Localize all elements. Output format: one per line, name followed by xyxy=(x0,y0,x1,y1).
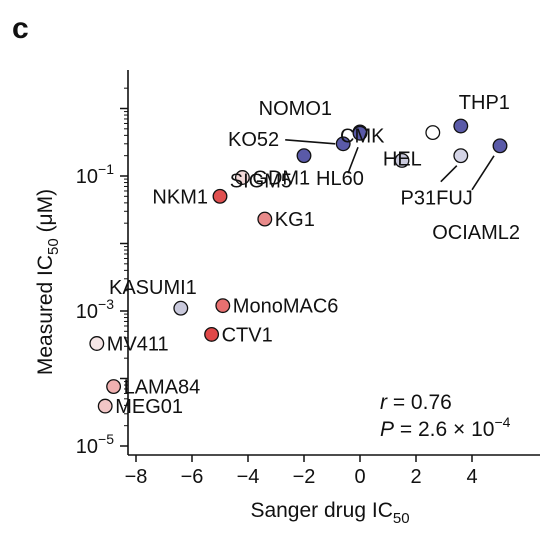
point-hl60 xyxy=(352,125,368,141)
point-kasumi1 xyxy=(173,300,189,316)
x-tick-label: −8 xyxy=(125,466,148,488)
point-sigm5 xyxy=(296,148,312,164)
label-mv411: MV411 xyxy=(107,334,169,356)
point-p31fuj xyxy=(453,148,469,164)
x-tick-label: 4 xyxy=(466,466,477,488)
x-tick-label: −2 xyxy=(293,466,316,488)
point-thp1 xyxy=(453,118,469,134)
point-ctv1 xyxy=(204,326,220,342)
label-nkm1: NKM1 xyxy=(152,186,208,208)
point-hel xyxy=(425,125,441,141)
x-tick-label: 2 xyxy=(410,466,421,488)
leader-ko52 xyxy=(285,138,336,145)
label-sigm5: SIGM5 xyxy=(230,171,292,193)
point-monomac6 xyxy=(215,298,231,314)
label-ociaml2: OCIAML2 xyxy=(432,222,520,244)
x-tick-label: −4 xyxy=(237,466,260,488)
p-annotation: P = 2.6 × 10−4 xyxy=(380,414,511,441)
label-hel: HEL xyxy=(383,149,422,171)
label-nomo1: NOMO1 xyxy=(259,98,332,120)
y-tick-label: 10−1 xyxy=(76,161,114,188)
label-ctv1: CTV1 xyxy=(222,324,273,346)
point-ko52 xyxy=(335,136,351,152)
label-gdm1: GDM1 xyxy=(252,168,310,190)
point-meg01 xyxy=(97,398,113,414)
r-annotation: r = 0.76 xyxy=(380,391,452,414)
point-mv411 xyxy=(89,336,105,351)
label-meg01: MEG01 xyxy=(115,396,183,418)
panel-label: c xyxy=(12,12,29,45)
label-hl60: HL60 xyxy=(316,168,364,190)
leader-p31fuj xyxy=(440,165,458,183)
x-axis-label: Sanger drug IC50 xyxy=(250,499,409,527)
label-monomac6: MonoMAC6 xyxy=(233,296,339,318)
label-thp1: THP1 xyxy=(459,92,510,114)
y-ticks: 10−1 10−3 10−5 xyxy=(76,87,128,458)
y-axis-label: Measured IC50 (μM) xyxy=(34,189,62,375)
data-points xyxy=(89,118,508,414)
leader-lines xyxy=(285,138,495,191)
label-cmk: CMK xyxy=(340,125,385,147)
leader-ociaml2 xyxy=(471,155,495,191)
label-kg1: KG1 xyxy=(275,209,315,231)
x-tick-label: 0 xyxy=(354,466,365,488)
label-kasumi1: KASUMI1 xyxy=(109,277,197,299)
point-ociaml2 xyxy=(492,138,508,154)
point-gdm1 xyxy=(234,170,250,185)
x-ticks: −8 −6 −4 −2 0 2 4 xyxy=(125,455,478,488)
label-ko52: KO52 xyxy=(228,129,279,151)
point-cmk xyxy=(394,152,410,168)
y-tick-label: 10−3 xyxy=(76,296,114,323)
leader-hl60 xyxy=(347,146,359,174)
y-tick-label: 10−5 xyxy=(76,431,114,458)
point-lama84 xyxy=(106,379,122,394)
label-lama84: LAMA84 xyxy=(124,377,201,399)
point-nkm1 xyxy=(212,188,228,204)
point-kg1 xyxy=(257,211,273,227)
label-p31fuj: P31FUJ xyxy=(401,188,473,210)
x-tick-label: −6 xyxy=(181,466,204,488)
